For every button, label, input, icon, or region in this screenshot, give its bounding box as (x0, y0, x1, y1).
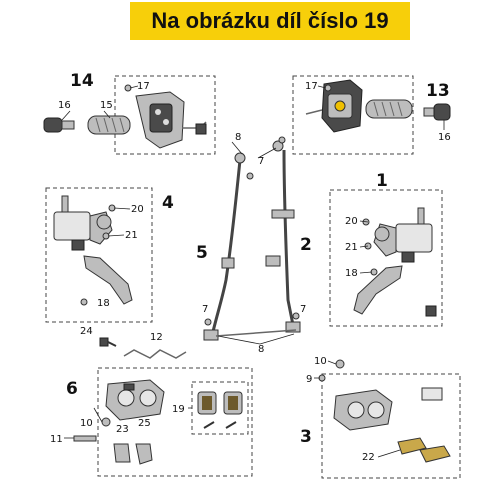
part-label-21-left: 21 (125, 230, 138, 241)
left-switch-assembly (135, 91, 207, 149)
part-label-17-left: 17 (137, 81, 150, 92)
part-label-25: 25 (138, 418, 151, 429)
part-label-16-right: 16 (438, 132, 451, 143)
brake-hose-5 (203, 152, 246, 341)
part-label-17-right: 17 (305, 81, 318, 92)
left-caliper (105, 379, 165, 421)
brake-pads-19 (197, 391, 243, 429)
brake-hose-2 (265, 140, 301, 333)
part-label-7-top: 7 (258, 156, 264, 167)
part-label-24: 24 (80, 326, 93, 337)
part-label-8-top: 8 (235, 132, 241, 143)
bolt-7-lower-left (204, 318, 212, 326)
part-label-23: 23 (116, 424, 129, 435)
group-label-4: 4 (162, 193, 174, 213)
washer-10-right (335, 359, 345, 369)
bolt-24 (99, 337, 117, 347)
part-label-20-left: 20 (131, 204, 144, 215)
group-box-6 (97, 367, 253, 477)
part-label-11: 11 (50, 434, 63, 445)
group-label-13: 13 (426, 81, 450, 101)
part-label-15: 15 (100, 100, 113, 111)
part-label-16-left: 16 (58, 100, 71, 111)
logo-plate (421, 387, 443, 401)
group-box-14 (114, 75, 216, 155)
right-brake-lever (353, 265, 403, 315)
group-label-3: 3 (300, 427, 312, 447)
part-label-21-right: 21 (345, 242, 358, 253)
left-bar-end (43, 117, 75, 133)
group-label-2: 2 (300, 235, 312, 255)
part-label-9: 9 (306, 374, 312, 385)
group-label-1: 1 (376, 171, 388, 191)
right-caliper (333, 389, 393, 431)
leader-lines (61, 85, 401, 458)
left-master-cylinder (53, 195, 113, 251)
washer-10-left (101, 417, 111, 427)
part-label-18-left: 18 (97, 298, 110, 309)
brake-pads-22 (397, 437, 451, 463)
lever-adjuster (425, 305, 437, 317)
page-title: Na obrázku díl číslo 19 (151, 8, 389, 33)
part-label-22: 22 (362, 452, 375, 463)
left-brake-lever (83, 255, 133, 305)
group-box-13 (292, 75, 414, 155)
right-master-cylinder (373, 207, 433, 263)
part-label-7-lower-left: 7 (202, 304, 208, 315)
right-bar-end (423, 103, 451, 121)
group-label-6: 6 (66, 379, 78, 399)
part-label-12: 12 (150, 332, 163, 343)
hose-clip-12 (123, 349, 187, 359)
right-switch-assembly (305, 79, 363, 133)
bolt-7-top (278, 136, 286, 144)
title-banner: Na obrázku díl číslo 19 (130, 2, 410, 40)
bolt-7-lower-right (292, 312, 300, 320)
right-grip (365, 99, 413, 119)
bolt-7-upper (246, 172, 254, 180)
part-label-7-lower-right: 7 (300, 304, 306, 315)
spring-25 (135, 443, 153, 465)
part-label-10-right: 10 (314, 356, 327, 367)
part-label-10-left: 10 (80, 418, 93, 429)
hose-lower-link (215, 329, 297, 337)
spring-23 (113, 443, 131, 463)
group-label-14: 14 (70, 71, 94, 91)
left-grip (87, 115, 131, 135)
part-label-20-right: 20 (345, 216, 358, 227)
group-box-4 (45, 187, 153, 323)
part-label-8-bottom: 8 (258, 344, 264, 355)
part-label-18-right: 18 (345, 268, 358, 279)
group-box-1 (329, 189, 443, 327)
bolt-18-left (80, 298, 88, 306)
group-box-3 (321, 373, 461, 479)
part-label-19: 19 (172, 404, 185, 415)
group-label-5: 5 (196, 243, 208, 263)
bolt-11 (73, 435, 97, 442)
